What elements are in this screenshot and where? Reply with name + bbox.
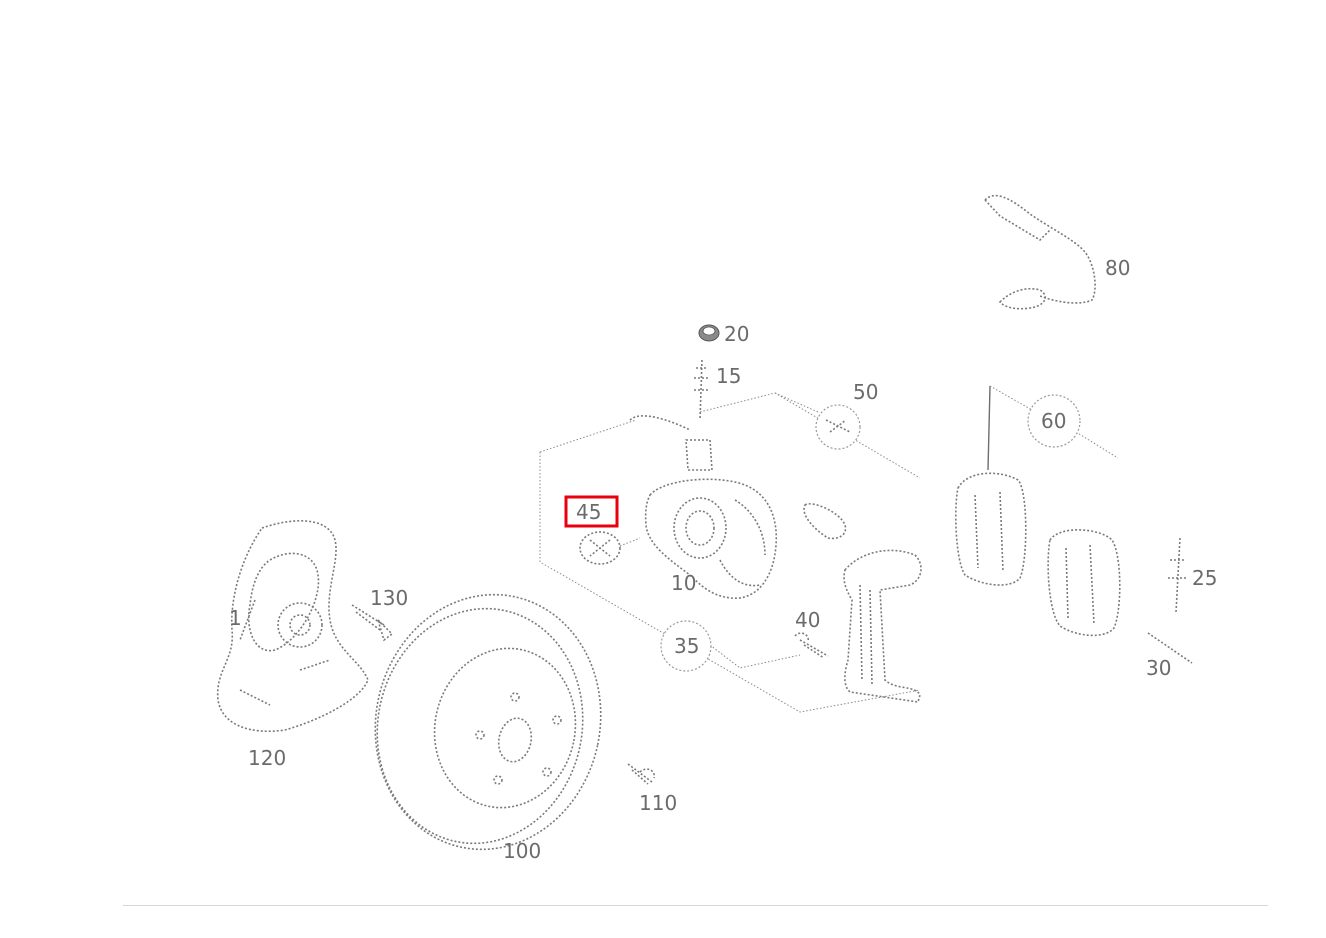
part-label-60[interactable]: 60 (1041, 409, 1066, 433)
part-label-40[interactable]: 40 (795, 608, 820, 632)
part-label-1[interactable]: 1 (229, 606, 242, 630)
bleed-screw-drawing[interactable] (629, 359, 713, 471)
callout-circle-35 (660, 620, 712, 672)
guide-pin-drawing[interactable] (803, 503, 847, 540)
part-label-100[interactable]: 100 (503, 839, 541, 863)
callout-circle-60 (1027, 394, 1081, 448)
pin-30-drawing[interactable] (1147, 632, 1193, 664)
caliper-drawing[interactable] (644, 478, 778, 599)
dust-cap-drawing[interactable] (698, 324, 720, 342)
bolt-130-drawing[interactable] (351, 604, 394, 642)
leader-60 (989, 385, 1119, 459)
caliper-bracket-drawing[interactable] (843, 549, 922, 703)
fitting-45-drawing[interactable] (579, 531, 641, 565)
kit-outline (539, 392, 921, 713)
dust-shield-drawing[interactable] (216, 520, 369, 732)
leader-50 (774, 392, 819, 413)
bolt-40-drawing[interactable] (794, 632, 829, 659)
part-label-50[interactable]: 50 (853, 380, 878, 404)
part-label-80[interactable]: 80 (1105, 256, 1130, 280)
part-label-120[interactable]: 120 (248, 746, 286, 770)
screw-110-drawing[interactable] (627, 763, 656, 785)
seal-kit-50-drawing[interactable] (815, 404, 861, 450)
part-label-45[interactable]: 45 (576, 500, 601, 524)
part-label-130[interactable]: 130 (370, 586, 408, 610)
part-label-15[interactable]: 15 (716, 364, 741, 388)
part-label-25[interactable]: 25 (1192, 566, 1217, 590)
part-label-10[interactable]: 10 (671, 571, 696, 595)
part-label-30[interactable]: 30 (1146, 656, 1171, 680)
part-label-20[interactable]: 20 (724, 322, 749, 346)
wear-sensor-drawing[interactable] (984, 194, 1096, 310)
part-label-110[interactable]: 110 (639, 791, 677, 815)
footer-divider (123, 905, 1268, 906)
brake-disc-drawing[interactable] (352, 574, 624, 871)
part-label-35[interactable]: 35 (674, 634, 699, 658)
brake-pads-drawing[interactable] (955, 385, 1121, 637)
clip-25-drawing[interactable] (1168, 537, 1188, 613)
part-45-highlight (564, 495, 619, 528)
leader-35 (709, 644, 801, 669)
